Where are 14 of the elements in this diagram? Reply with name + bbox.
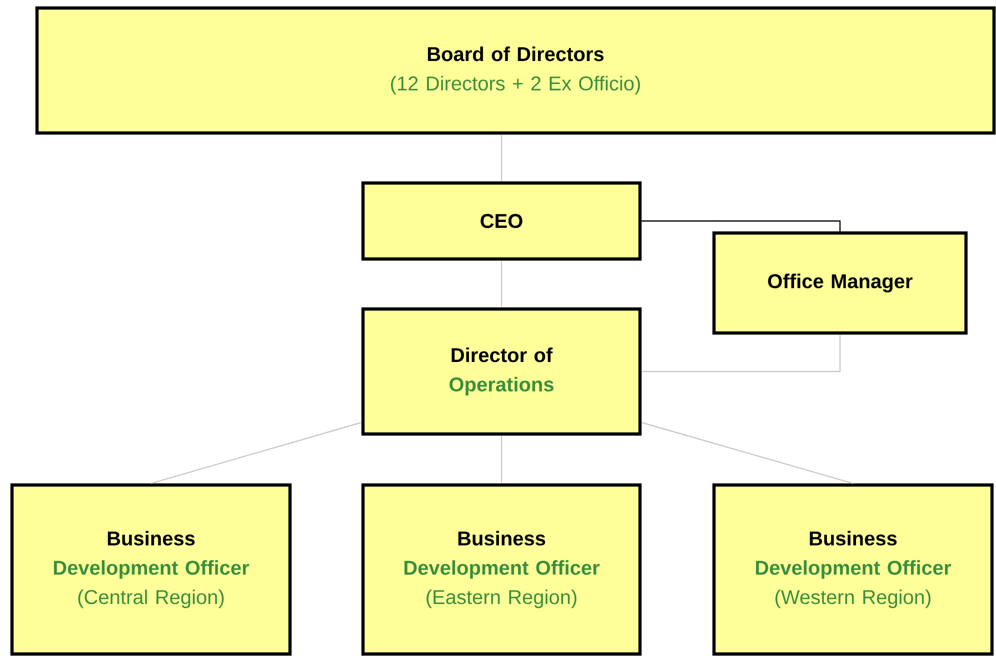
org-box: Business Development Officer (Western Region) — [712, 483, 994, 656]
connector-line — [641, 422, 854, 484]
connector-line — [150, 422, 362, 484]
org-box: Office Manager — [712, 231, 968, 335]
org-box: Director of Operations — [361, 307, 642, 436]
org-box: Business Development Officer (Eastern Region) — [361, 483, 642, 656]
connector-line — [642, 220, 841, 232]
org-box: Board of Directors (12 Directors + 2 Ex Officio) — [35, 6, 996, 135]
connector-line — [642, 334, 841, 372]
connector-line — [500, 134, 502, 182]
connector-line — [500, 436, 502, 484]
org-box: CEO — [361, 181, 642, 261]
connector-line — [500, 260, 502, 308]
org-box: Business Development Officer (Central Region) — [10, 483, 292, 656]
